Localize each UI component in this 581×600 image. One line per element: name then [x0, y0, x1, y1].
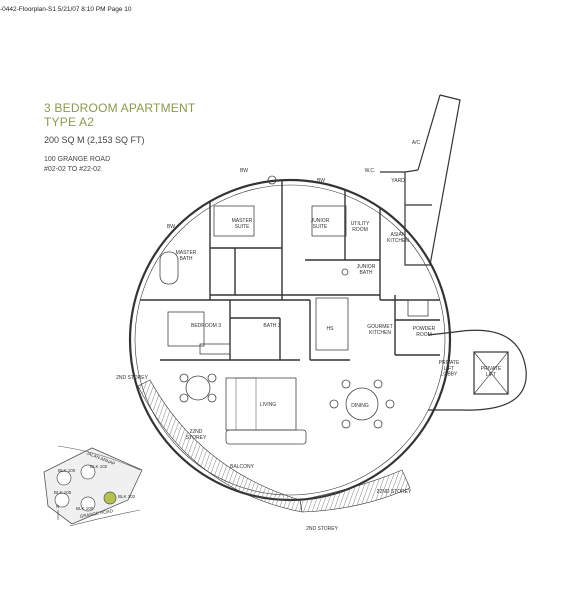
site-blk-5: BLK 100 — [76, 506, 94, 511]
address-units: #02-02 TO #22-02 — [44, 166, 101, 173]
plan-title: 3 BEDROOM APARTMENT TYPE A2 — [44, 101, 195, 129]
label-bedroom3: BEDROOM 3 — [191, 323, 221, 329]
interior-walls — [140, 180, 440, 361]
label-bw-2: BW — [317, 178, 325, 184]
site-map: JALAN ARNAP GRANGE ROAD BLK 100 BLK 102 … — [43, 445, 143, 527]
site-road-bottom: GRANGE ROAD — [79, 508, 114, 519]
site-blk-1: BLK 100 — [58, 468, 76, 473]
site-north: N — [56, 504, 59, 509]
plan-title-line2: TYPE A2 — [44, 115, 95, 129]
balcony-hatch — [137, 379, 411, 513]
address-street: 100 GRANGE ROAD — [44, 156, 111, 163]
label-22nd-storey-right: 22ND STOREY — [377, 489, 412, 495]
site-highlight — [103, 491, 117, 505]
site-blk-4: BLK 102 — [118, 494, 136, 499]
label-dining: DINING — [351, 403, 369, 409]
label-bw-1: BW — [240, 168, 248, 174]
plan-title-line1: 3 BEDROOM APARTMENT — [44, 101, 196, 115]
label-bath3: BATH 3 — [263, 323, 280, 329]
label-yard: YARD — [391, 178, 405, 184]
plan-address: 100 GRANGE ROAD #02-02 TO #22-02 — [44, 155, 110, 175]
label-2nd-storey-bottom: 2ND STOREY — [306, 526, 339, 532]
label-living: LIVING — [260, 402, 277, 408]
label-2nd-storey-left: 2ND STOREY — [116, 375, 149, 381]
plan-area: 200 SQ M (2,153 SQ FT) — [44, 135, 145, 145]
label-wc: W.C. — [365, 168, 376, 174]
fixtures — [159, 175, 429, 445]
label-hs: HS — [327, 326, 335, 332]
site-blk-2: BLK 102 — [90, 464, 108, 469]
label-bw-3: BW — [167, 224, 175, 230]
lift-wing — [427, 329, 527, 411]
site-blk-3: BLK 100 — [54, 490, 72, 495]
label-ac: A/C — [412, 140, 421, 146]
file-header: -0442-Floorplan-S1 5/21/07 8:10 PM Page … — [0, 6, 132, 13]
label-balcony: BALCONY — [230, 464, 255, 470]
outer-walls — [128, 178, 452, 502]
yard-wing — [380, 94, 461, 266]
